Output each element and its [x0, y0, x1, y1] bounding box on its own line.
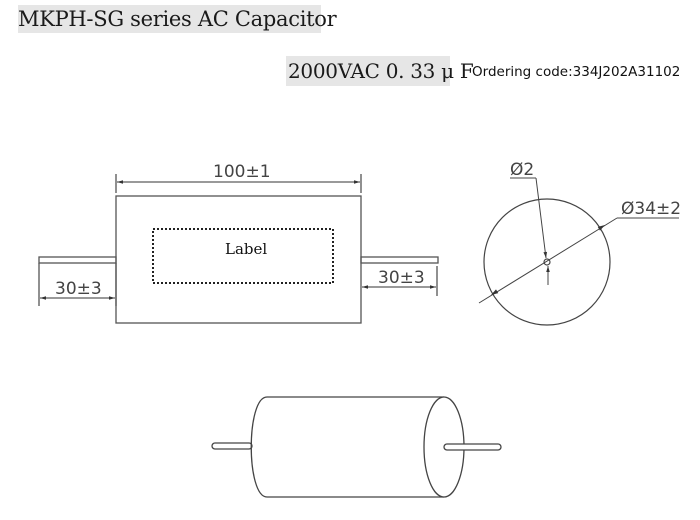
side-view	[38, 174, 439, 324]
series-title: MKPH-SG series AC Capacitor	[18, 5, 337, 33]
body-outline-circle	[483, 198, 611, 326]
perspective-left-lead	[211, 442, 253, 450]
perspective-body	[250, 396, 444, 498]
right-lead-length-text: 30±3	[378, 268, 425, 288]
body-length-text: 100±1	[213, 162, 271, 182]
ordering-code: Ordering code:334J202A31102	[472, 64, 681, 80]
label-text: Label	[225, 240, 267, 258]
body-diameter-text: Ø34±2	[621, 199, 681, 219]
right-lead	[360, 256, 439, 264]
perspective-view	[211, 396, 502, 498]
lead-diameter-text: Ø2	[510, 160, 534, 180]
left-lead-length-text: 30±3	[55, 279, 102, 299]
end-view	[478, 177, 679, 326]
perspective-right-lead	[443, 443, 502, 451]
left-lead	[38, 256, 117, 264]
rating-label: 2000VAC 0. 33 μ F	[286, 56, 474, 86]
label-area-box	[152, 228, 334, 284]
